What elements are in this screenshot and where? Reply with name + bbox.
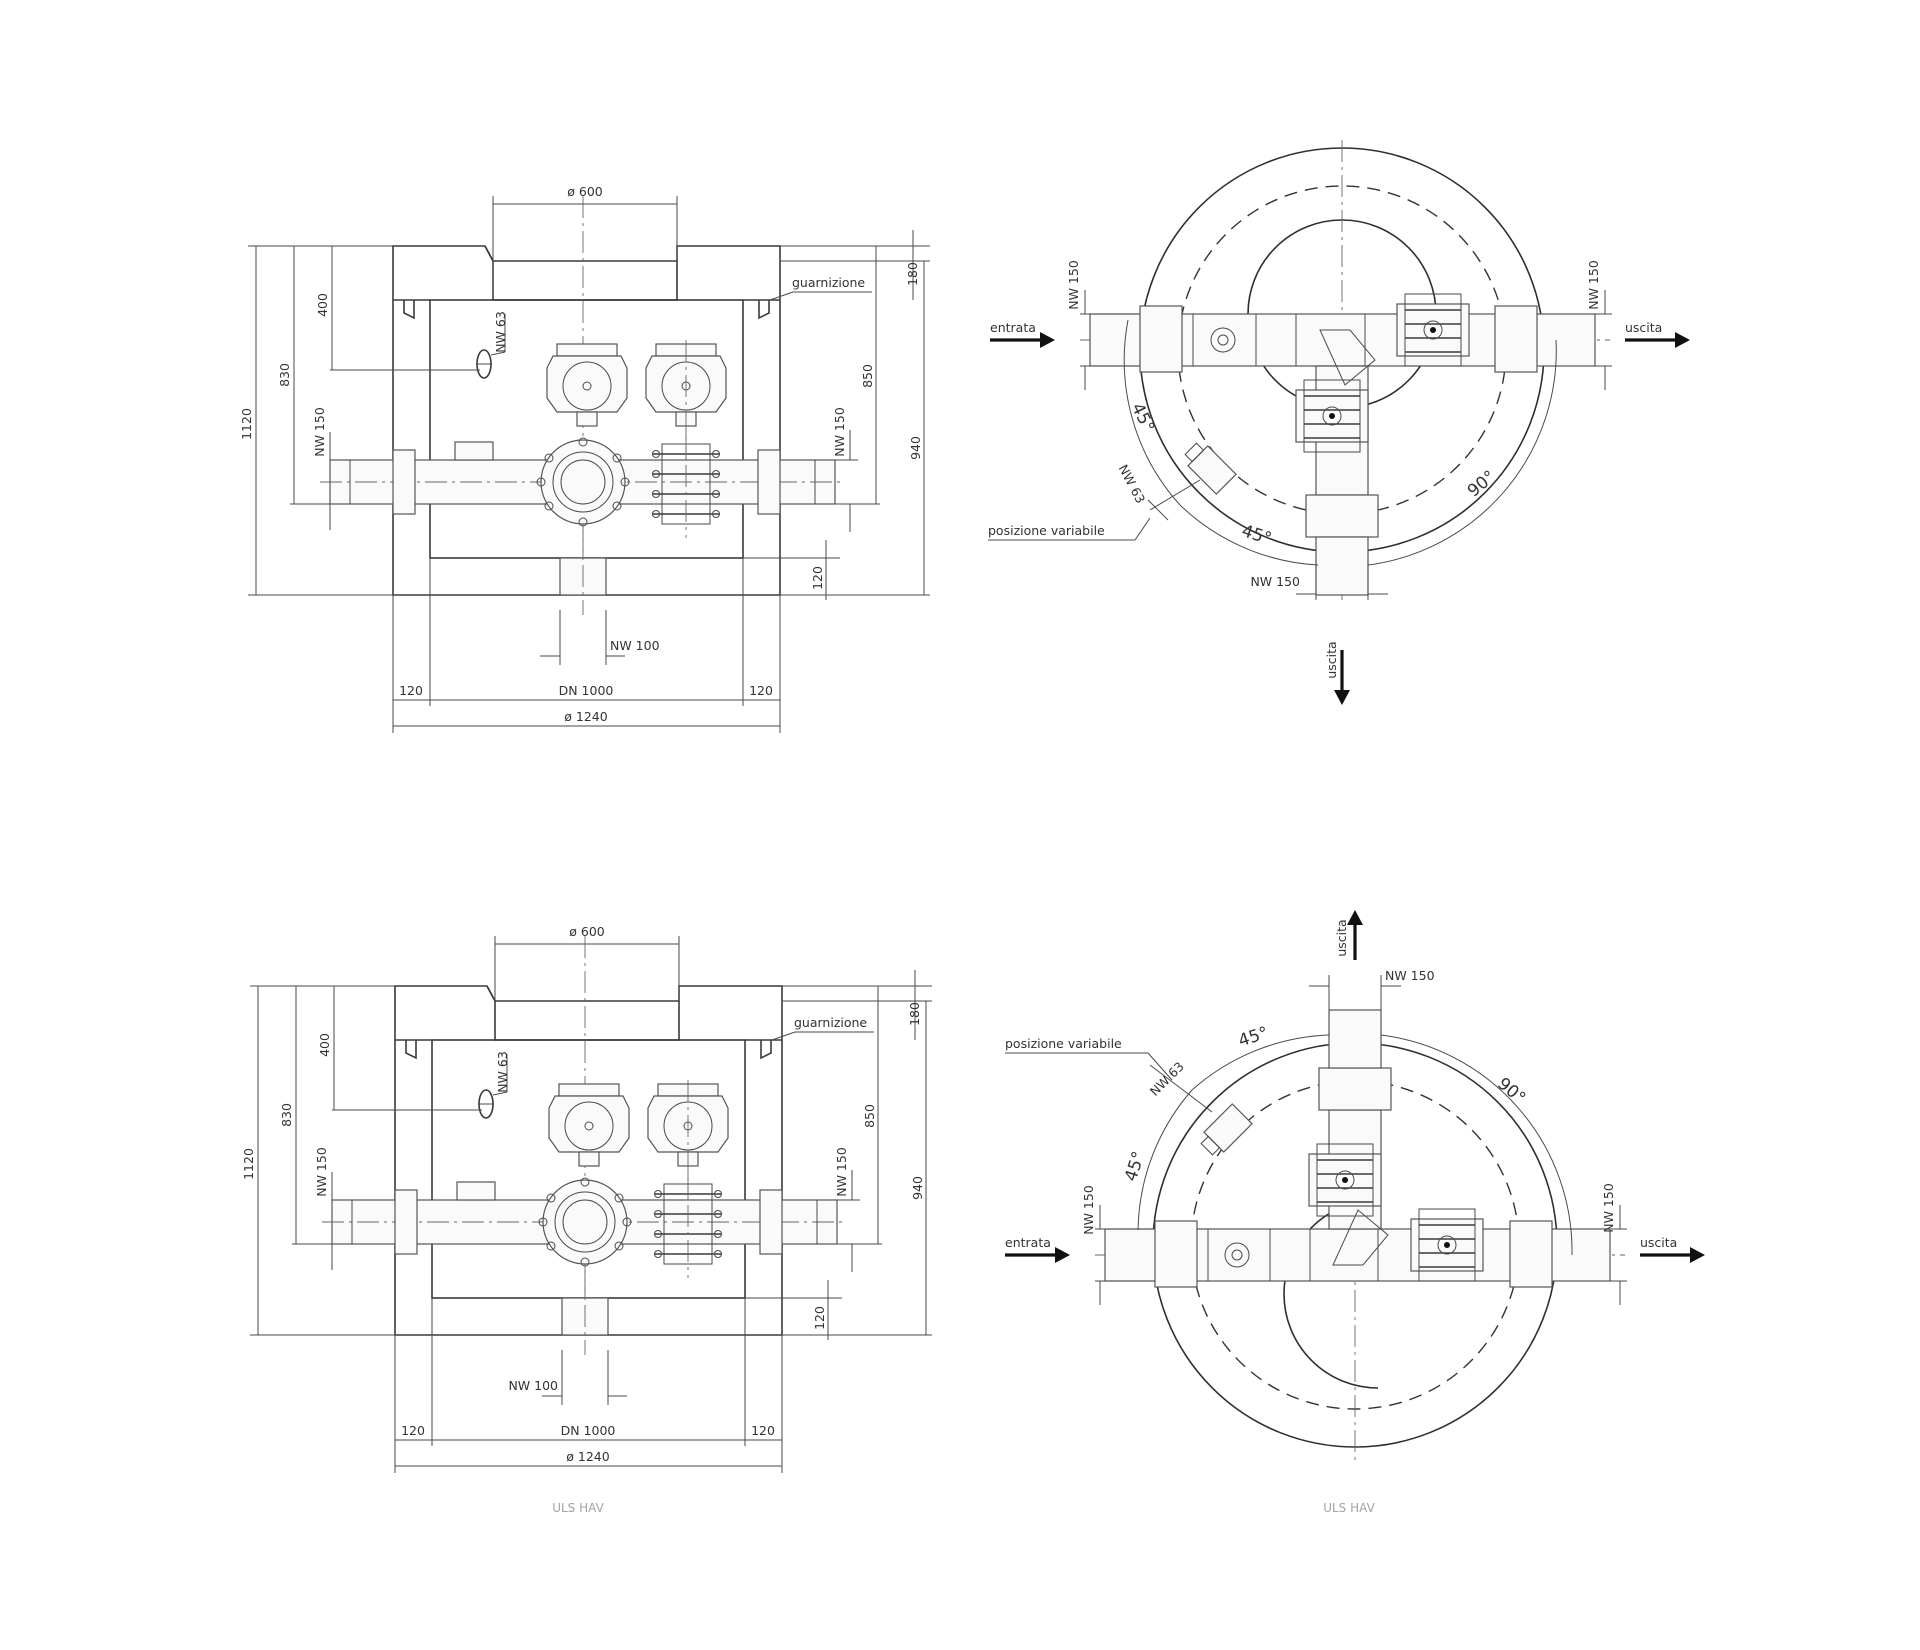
plan-view-lower: entrata uscita uscita NW 150 NW 150 NW 1…	[1005, 910, 1705, 1460]
dim-nw63: NW 63	[495, 1051, 510, 1093]
plan-angle-90: 90°	[1464, 467, 1500, 502]
dim-nw150-right: NW 150	[832, 407, 847, 457]
dim-940: 940	[910, 1176, 925, 1200]
dim-nw150-right: NW 150	[834, 1147, 849, 1197]
dim-850: 850	[860, 364, 875, 388]
dim-dn1000: DN 1000	[559, 683, 614, 698]
dim-120-right: 120	[749, 683, 773, 698]
gasket-label: guarnizione	[794, 1015, 867, 1030]
plan-nw150-top: NW 150	[1385, 968, 1435, 983]
dim-120-bottom: 120	[812, 1306, 827, 1330]
outlet-label: uscita	[1625, 320, 1662, 335]
dim-120-left: 120	[401, 1423, 425, 1438]
dim-nw150-left: NW 150	[314, 1147, 329, 1197]
plan-nw150-left: NW 150	[1066, 260, 1081, 310]
dim-1240: ø 1240	[564, 709, 607, 724]
plan-nw150-right: NW 150	[1586, 260, 1601, 310]
elevation-view-lower: ø 600 guarnizione 1120 830 400 NW 150 NW…	[241, 924, 932, 1473]
outlet-label: uscita	[1640, 1235, 1677, 1250]
dim-dn1000: DN 1000	[561, 1423, 616, 1438]
plan-nw150-bottom: NW 150	[1250, 574, 1300, 589]
variable-position-label: posizione variabile	[1005, 1036, 1122, 1051]
dim-850: 850	[862, 1104, 877, 1128]
dim-top-diameter: ø 600	[567, 184, 603, 199]
plan-nw150-left: NW 150	[1081, 1185, 1096, 1235]
dim-nw100: NW 100	[508, 1378, 558, 1393]
dim-1120: 1120	[241, 1148, 256, 1180]
dim-830: 830	[279, 1103, 294, 1127]
plan-angle-45a: 45°	[1127, 400, 1158, 436]
dim-180: 180	[907, 1002, 922, 1026]
elevation-view-upper: ø 600 guarnizione 1120 830 400 NW 150 NW…	[239, 184, 930, 733]
dim-120-right: 120	[751, 1423, 775, 1438]
variable-position-label: posizione variabile	[988, 523, 1105, 538]
gasket-label: guarnizione	[792, 275, 865, 290]
dim-400: 400	[315, 293, 330, 317]
outlet-down-label: uscita	[1324, 641, 1339, 678]
plan-nw63: NW 63	[1147, 1059, 1187, 1099]
inlet-label: entrata	[990, 320, 1036, 335]
dim-nw63: NW 63	[493, 311, 508, 353]
dim-120-left: 120	[399, 683, 423, 698]
dim-180: 180	[905, 262, 920, 286]
dim-1240: ø 1240	[566, 1449, 609, 1464]
dim-940: 940	[908, 436, 923, 460]
plan-nw63: NW 63	[1116, 462, 1149, 506]
plan-view-upper: entrata uscita uscita NW 150 NW 150 NW 1…	[988, 140, 1690, 705]
dim-400: 400	[317, 1033, 332, 1057]
outlet-up-label: uscita	[1334, 919, 1349, 956]
dim-120-bottom: 120	[810, 566, 825, 590]
dim-1120: 1120	[239, 408, 254, 440]
plan-angle-45b: 45°	[1239, 521, 1274, 549]
caption-left: ULS HAV	[552, 1501, 604, 1515]
dim-nw100: NW 100	[610, 638, 660, 653]
dim-830: 830	[277, 363, 292, 387]
dim-top-diameter: ø 600	[569, 924, 605, 939]
dim-nw150-left: NW 150	[312, 407, 327, 457]
plan-nw150-right: NW 150	[1601, 1183, 1616, 1233]
caption-right: ULS HAV	[1323, 1501, 1375, 1515]
inlet-label: entrata	[1005, 1235, 1051, 1250]
